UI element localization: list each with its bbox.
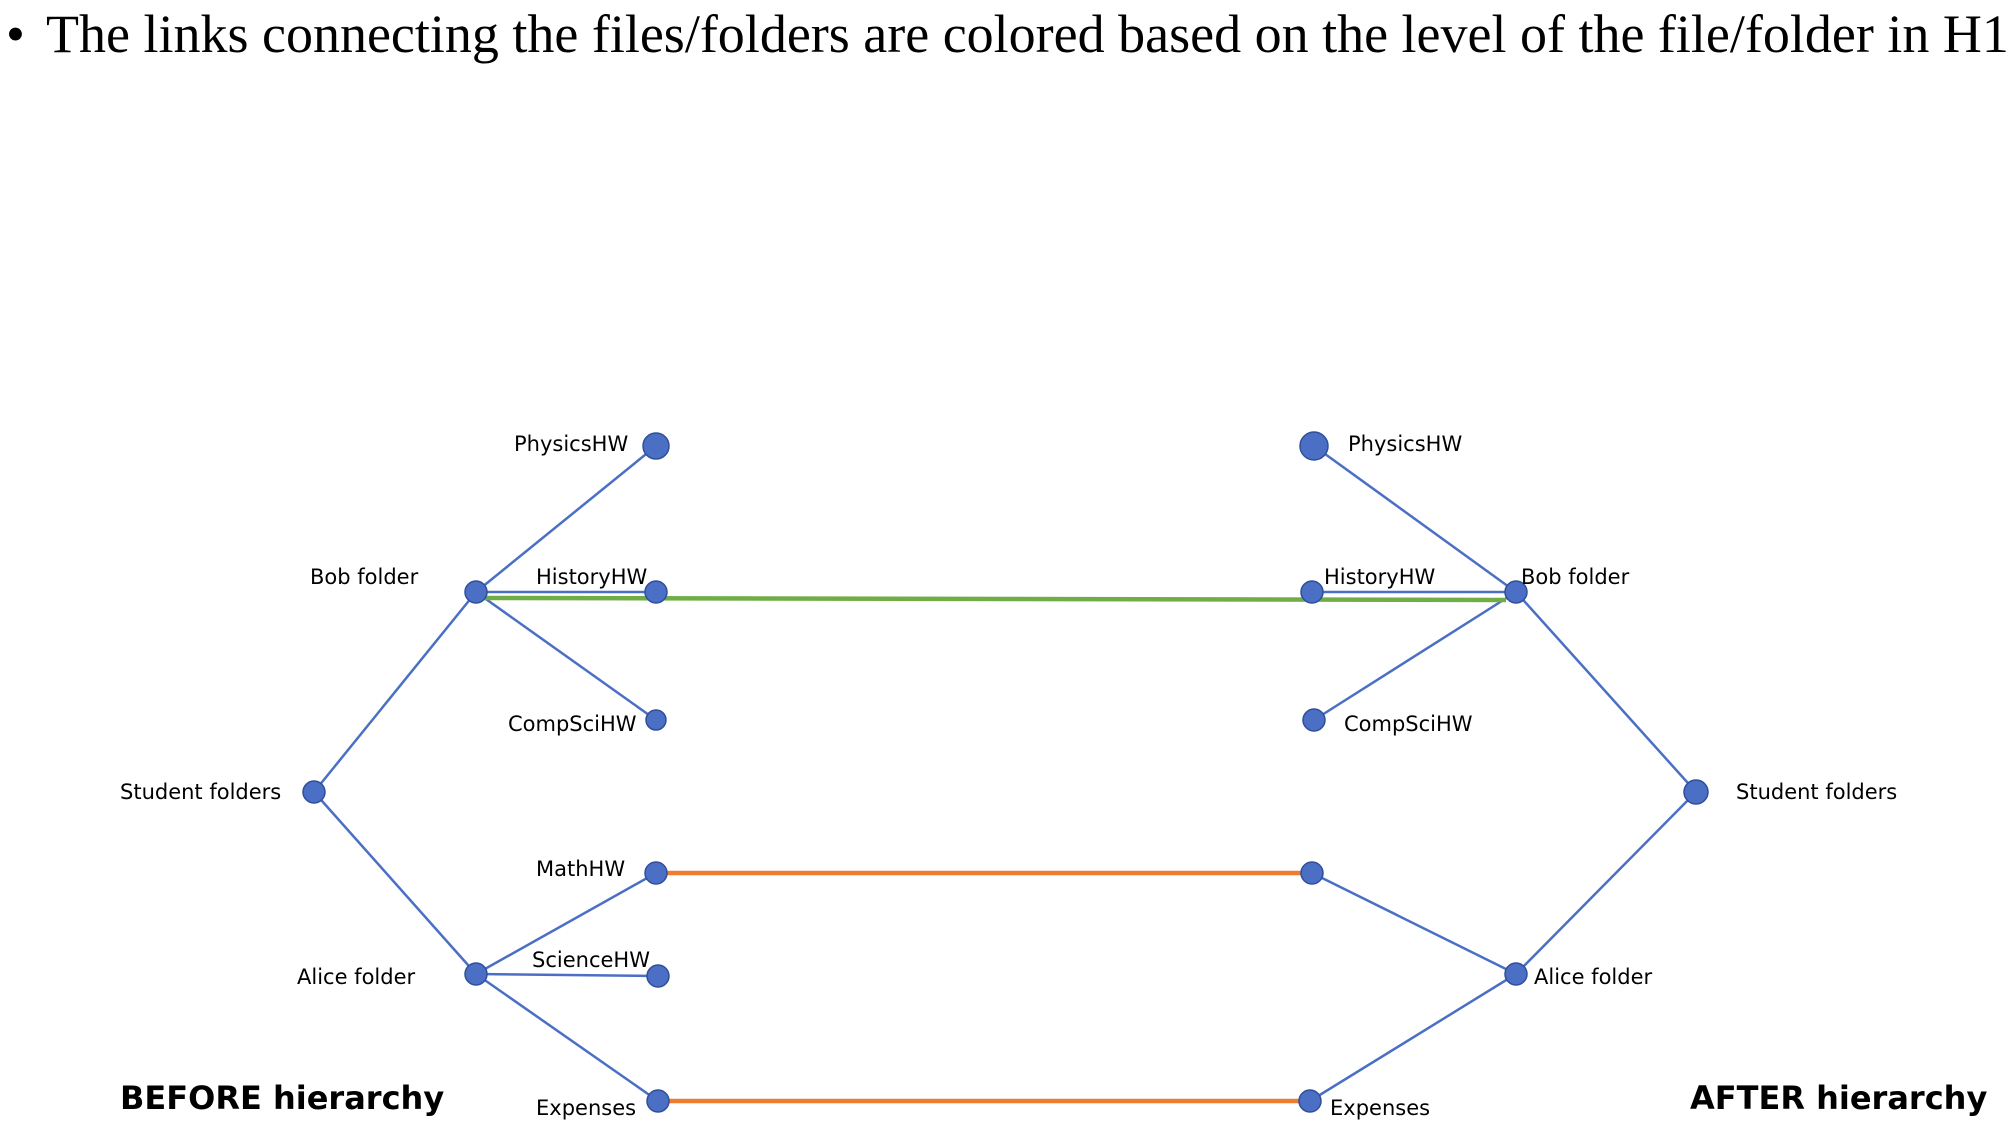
label-after-bob: Bob folder (1521, 565, 1630, 589)
label-before-root: Student folders (120, 780, 281, 804)
edge-before-root-alice (313, 791, 477, 975)
node-after-expenses (1298, 1089, 1322, 1113)
label-before-science: ScienceHW (532, 948, 650, 972)
edge-after-bob-physics (1313, 444, 1517, 594)
node-before-science (646, 964, 670, 988)
bullet-text: The links connecting the files/folders a… (46, 4, 2012, 64)
node-before-compsci (645, 709, 667, 731)
edge-after-root-alice (1515, 791, 1697, 975)
edge-after-alice-math (1311, 871, 1517, 976)
label-after-alice: Alice folder (1534, 965, 1653, 989)
node-after-bob (1504, 580, 1528, 604)
edge-before-bob-compsci (475, 590, 657, 722)
node-before-bob (464, 580, 488, 604)
node-before-alice (464, 962, 488, 986)
node-after-physics (1299, 431, 1329, 461)
label-before-compsci: CompSciHW (508, 712, 637, 736)
after-tree-edges (1309, 444, 1697, 1103)
label-before-alice: Alice folder (297, 965, 416, 989)
after-heading: AFTER hierarchy (1690, 1079, 1987, 1117)
label-after-physics: PhysicsHW (1348, 432, 1462, 456)
edge-after-alice-expenses (1309, 972, 1517, 1103)
node-after-alice (1504, 962, 1528, 986)
label-before-expenses: Expenses (536, 1096, 636, 1120)
node-after-history (1300, 580, 1324, 604)
bullet-symbol: • (6, 4, 25, 64)
node-before-expenses (646, 1089, 670, 1113)
label-after-root: Student folders (1736, 780, 1897, 804)
edge-before-root-bob (313, 591, 477, 793)
label-before-history: HistoryHW (536, 565, 648, 589)
label-before-math: MathHW (536, 857, 625, 881)
node-after-root (1683, 779, 1709, 805)
edge-before-alice-expenses (475, 972, 659, 1103)
edge-before-alice-science (475, 972, 659, 978)
label-before-physics: PhysicsHW (514, 432, 628, 456)
before-tree-edges (313, 445, 659, 1103)
node-before-physics (642, 432, 670, 460)
before-nodes (302, 432, 670, 1113)
after-nodes (1298, 431, 1709, 1113)
label-after-compsci: CompSciHW (1344, 712, 1473, 736)
edge-before-alice-math (475, 871, 657, 976)
before-heading: BEFORE hierarchy (120, 1079, 444, 1117)
node-before-root (302, 780, 326, 804)
node-before-math (644, 861, 668, 885)
link-history-green (479, 595, 1507, 603)
node-before-history (644, 580, 668, 604)
bullet-text-line: • The links connecting the files/folders … (6, 0, 2012, 68)
label-before-bob: Bob folder (310, 565, 419, 589)
label-after-history: HistoryHW (1324, 565, 1436, 589)
edge-after-root-bob (1515, 591, 1697, 793)
edge-before-bob-physics (475, 445, 657, 593)
node-after-math (1300, 861, 1324, 885)
label-after-expenses: Expenses (1330, 1096, 1430, 1120)
node-after-compsci (1302, 708, 1326, 732)
edge-after-bob-compsci (1313, 590, 1517, 722)
